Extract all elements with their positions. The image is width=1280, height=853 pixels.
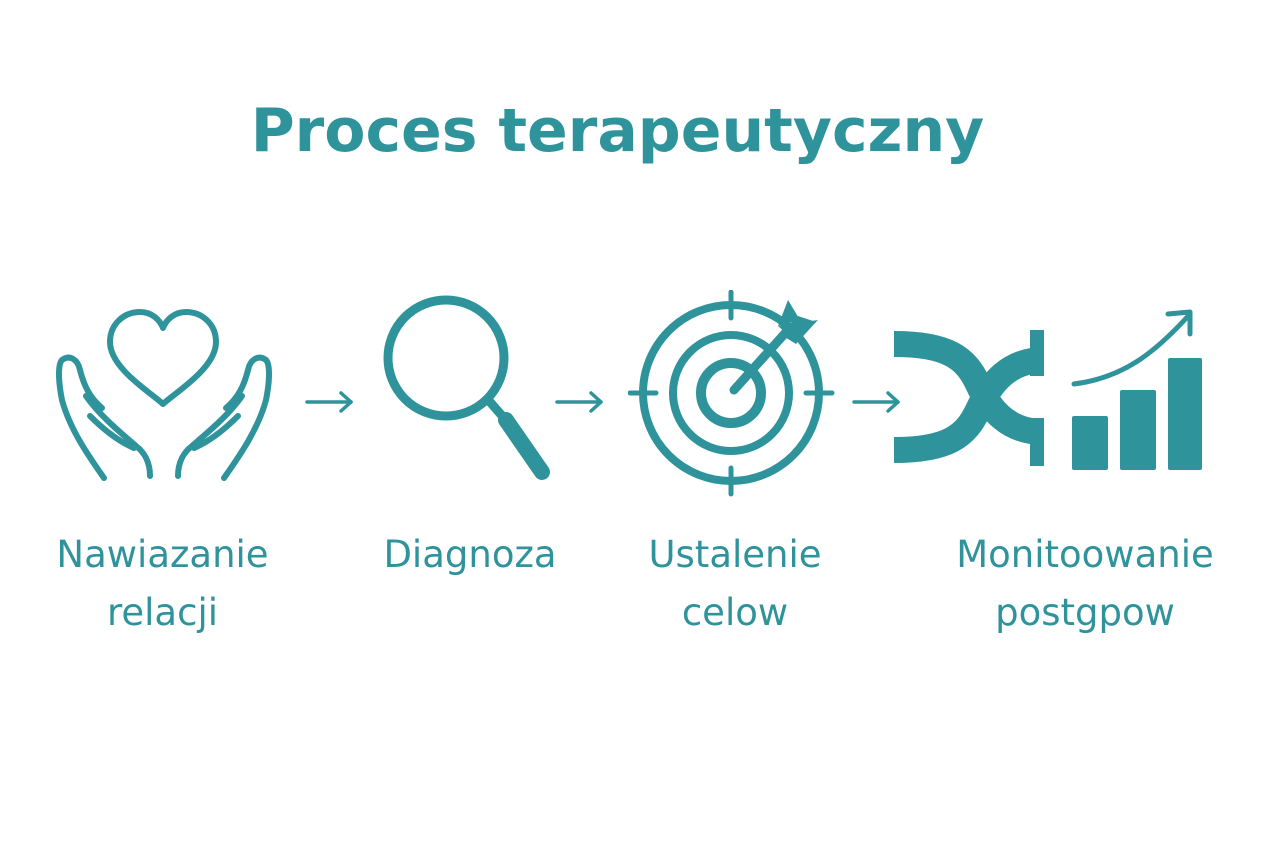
step-label-line: Monitoowanie xyxy=(956,533,1214,576)
arrow-right-icon xyxy=(305,390,355,418)
step-label-line: relacji xyxy=(106,591,219,634)
step-label-3: Ustalenie celow xyxy=(620,526,850,642)
shuffle-chart-icon xyxy=(892,300,1212,475)
diagram-title: Proces terapeutyczny xyxy=(250,96,985,166)
step-label-line: Nawiazanie xyxy=(56,533,269,576)
step-label-2: Diagnoza xyxy=(350,526,590,584)
step-label-line: postgpow xyxy=(995,591,1175,634)
magnifier-icon xyxy=(380,292,560,492)
step-label-line: Diagnoza xyxy=(383,533,557,576)
hands-heart-icon xyxy=(50,300,280,490)
arrow-right-icon xyxy=(852,390,902,418)
arrow-right-icon xyxy=(555,390,605,418)
step-label-line: Ustalenie xyxy=(648,533,822,576)
step-label-line: celow xyxy=(681,591,789,634)
target-arrow-icon xyxy=(628,290,838,500)
step-label-4: Monitoowanie postgpow xyxy=(925,526,1245,642)
step-label-1: Nawiazanie relacji xyxy=(30,526,295,642)
